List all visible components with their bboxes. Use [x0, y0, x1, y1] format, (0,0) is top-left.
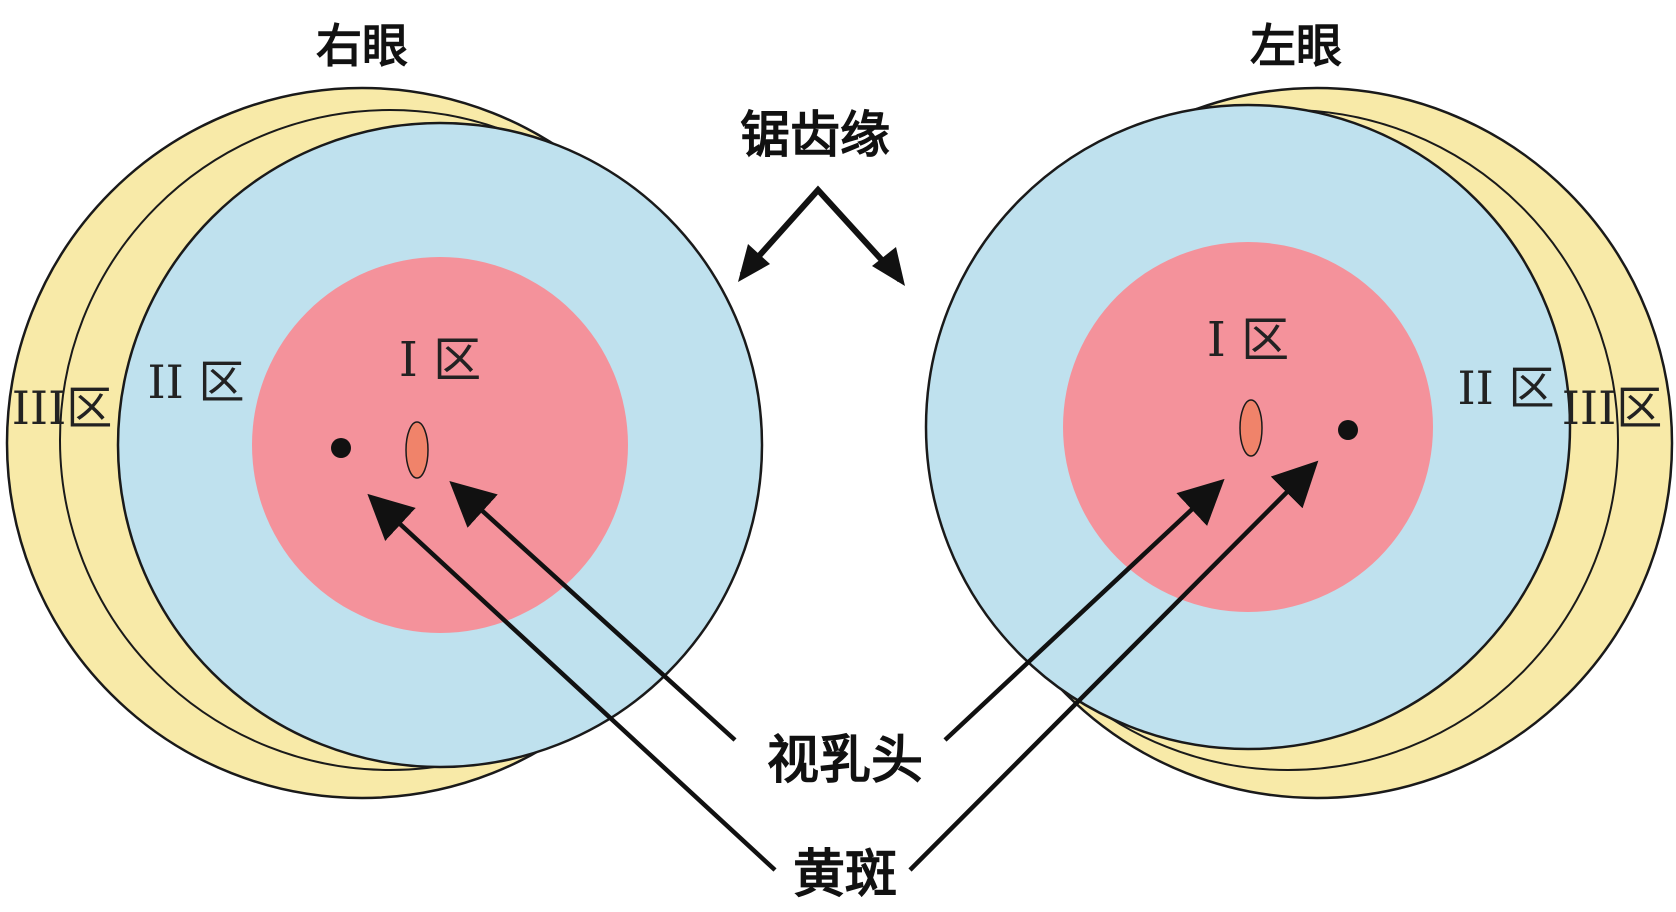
right-eye-macula-dot: [331, 438, 351, 458]
left-eye-optic-disc: [1239, 399, 1263, 457]
ora-serrata-arrowhead-right: [872, 247, 905, 286]
left-eye-zone2-label: II 区: [1458, 361, 1555, 415]
left-optic-disc-arrow: [943, 478, 1225, 742]
ora-serrata-arrow: [739, 185, 903, 283]
left-eye-title: 左眼: [1250, 19, 1342, 73]
optic-disc-label: 视乳头: [767, 731, 923, 791]
right-macula-arrow: [367, 493, 777, 872]
left-eye-zone1-label: I 区: [1207, 312, 1289, 368]
right-eye-zone1-label: I 区: [399, 332, 481, 388]
right-eye-title: 右眼: [316, 19, 408, 73]
ora-serrata-label: 锯齿缘: [740, 106, 890, 164]
right-eye-zone3-label: III区: [12, 381, 113, 435]
right-optic-disc-arrow: [449, 480, 737, 742]
right-eye-zone1-circle: [252, 257, 628, 633]
annotations: 锯齿缘 视乳头 黄斑: [367, 106, 1319, 905]
right-eye-optic-disc: [405, 421, 429, 479]
right-eye-zone2-label: II 区: [148, 355, 245, 409]
right-eye: 右眼 I 区 II 区 III区: [5, 19, 764, 800]
left-macula-arrow: [908, 460, 1319, 872]
left-eye-zone3-label: III区: [1562, 381, 1663, 435]
left-eye: 左眼 I 区 II 区 III区: [924, 19, 1674, 800]
left-eye-macula-dot: [1338, 420, 1358, 440]
ora-serrata-arrowhead-left: [738, 244, 770, 282]
macula-label: 黄斑: [793, 845, 897, 905]
